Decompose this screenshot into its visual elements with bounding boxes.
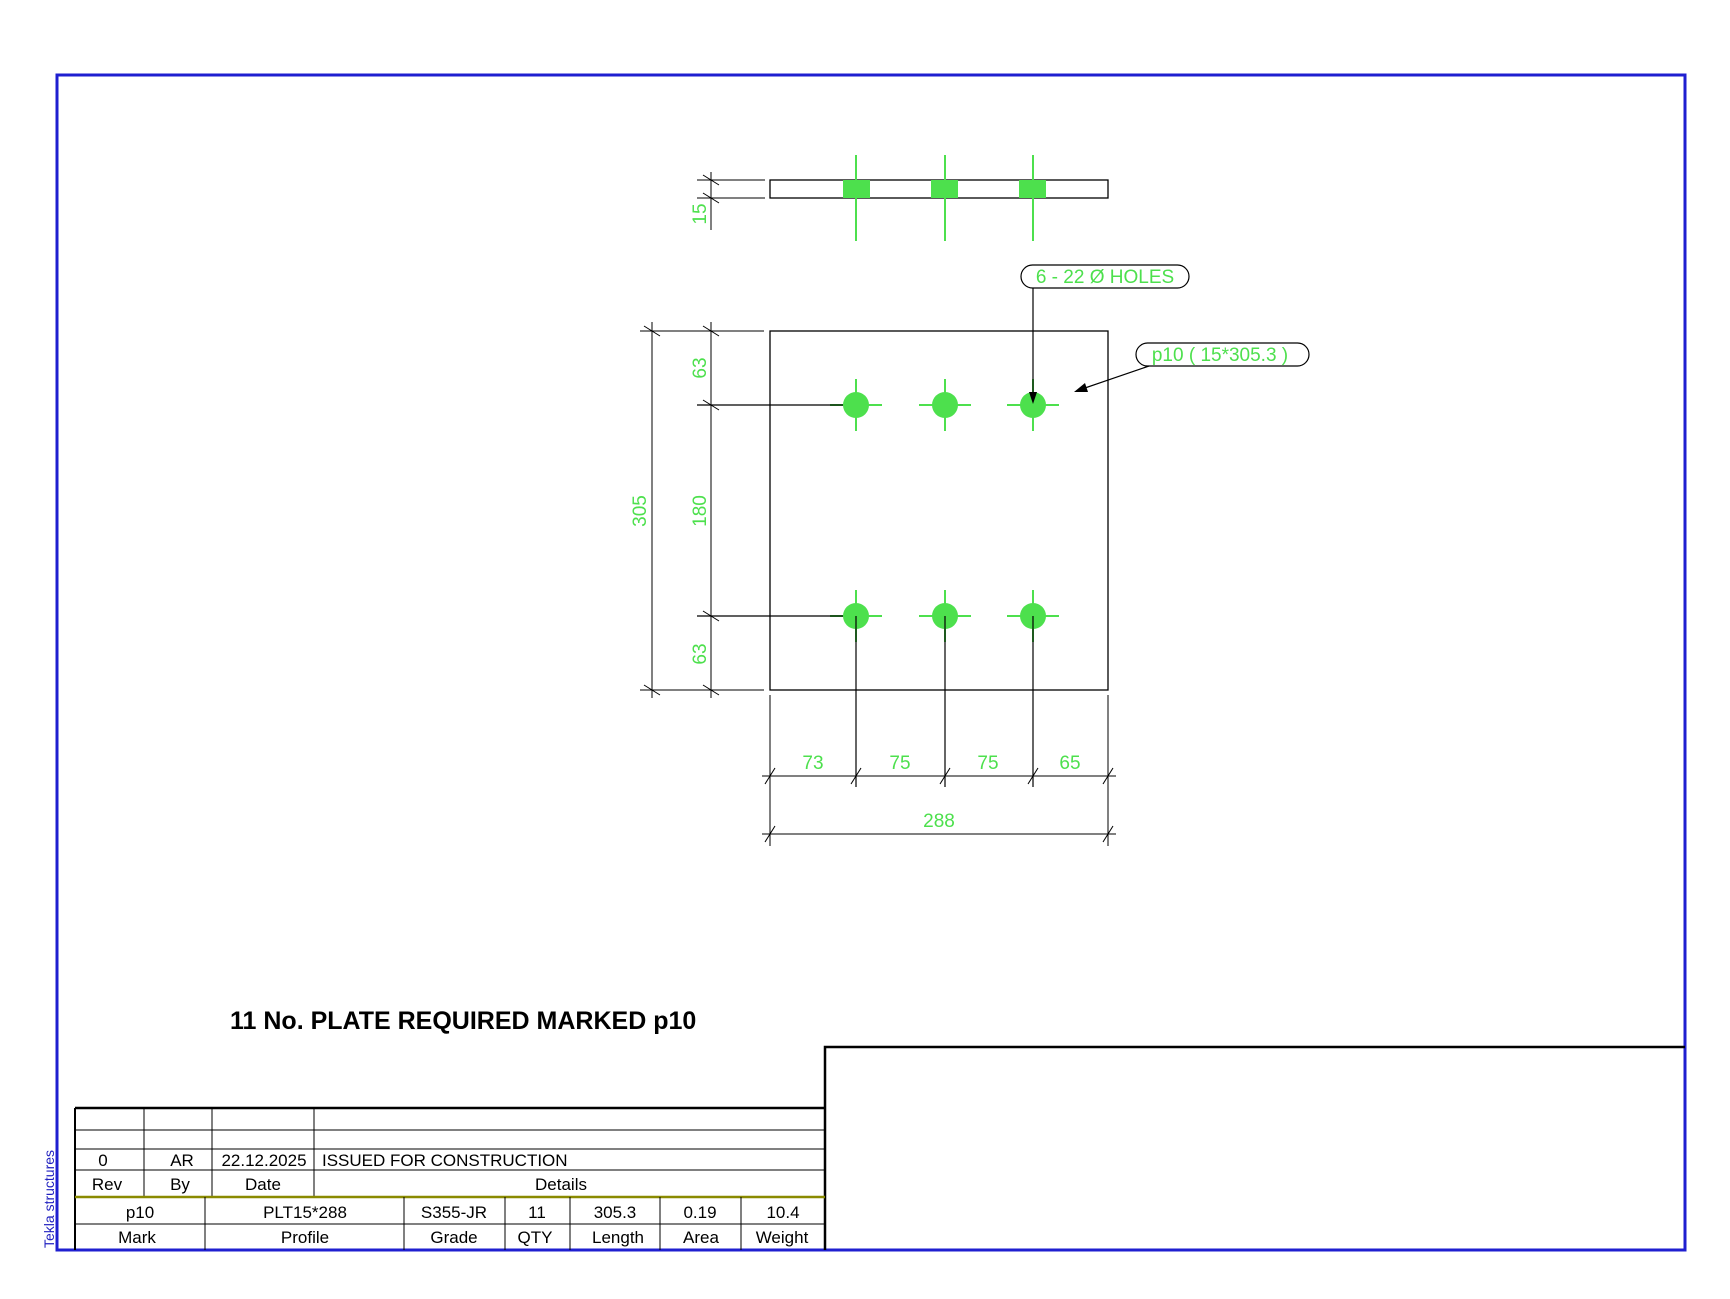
parts-cell-length: 305.3 bbox=[594, 1203, 637, 1222]
parts-cell-profile: PLT15*288 bbox=[263, 1203, 347, 1222]
hole-3-circle bbox=[1020, 392, 1046, 418]
rev-header-details: Details bbox=[535, 1175, 587, 1194]
parts-cell-weight: 10.4 bbox=[766, 1203, 799, 1222]
hole-note-arrowhead bbox=[1029, 392, 1037, 404]
hdim-label-3: 75 bbox=[977, 753, 998, 774]
hdim-chain-tick-2 bbox=[850, 767, 862, 785]
vdim-overall-label: 305 bbox=[630, 495, 651, 527]
hdim-label-2: 75 bbox=[889, 753, 910, 774]
parts-header-grade: Grade bbox=[430, 1228, 477, 1247]
parts-cell-area: 0.19 bbox=[683, 1203, 716, 1222]
sheet-border bbox=[55, 73, 1687, 1252]
parts-header-length: Length bbox=[592, 1228, 644, 1247]
rev-cell-date: 22.12.2025 bbox=[221, 1151, 306, 1170]
parts-cell-grade: S355-JR bbox=[421, 1203, 487, 1222]
thickness-tick-1 bbox=[702, 174, 720, 186]
plan-view: 6 - 22 Ø HOLES p10 ( 15*305.3 ) 305 63 1… bbox=[630, 264, 1310, 846]
rev-header-by: By bbox=[170, 1175, 190, 1194]
rev-header-rev: Rev bbox=[92, 1175, 123, 1194]
title-block-frame bbox=[823, 1045, 1685, 1250]
rev-cell-details: ISSUED FOR CONSTRUCTION bbox=[322, 1151, 568, 1170]
parts-cell-mark: p10 bbox=[126, 1203, 154, 1222]
parts-header-profile: Profile bbox=[281, 1228, 329, 1247]
hdim-chain-tick-1 bbox=[764, 767, 776, 785]
parts-header-weight: Weight bbox=[756, 1228, 809, 1247]
drawing-title: 11 No. PLATE REQUIRED MARKED p10 bbox=[230, 1007, 696, 1035]
hdim-label-1: 73 bbox=[802, 753, 823, 774]
parts-header-qty: QTY bbox=[518, 1228, 553, 1247]
section-view: 15 bbox=[690, 155, 1109, 241]
part-note-leader bbox=[1081, 365, 1150, 390]
vdim-chain-tick-1 bbox=[702, 325, 720, 337]
vdim-overall-tick-2 bbox=[643, 684, 661, 696]
vdim-top-label: 63 bbox=[690, 357, 711, 378]
parts-header-area: Area bbox=[683, 1228, 719, 1247]
part-note: p10 ( 15*305.3 ) bbox=[1152, 345, 1288, 366]
vdim-middle-label: 180 bbox=[690, 495, 711, 527]
part-note-arrowhead bbox=[1074, 383, 1088, 392]
hole-2 bbox=[919, 379, 971, 431]
vdim-chain-tick-2 bbox=[702, 399, 720, 411]
hdim-overall-tick-1 bbox=[764, 825, 776, 843]
part-note-frame bbox=[1135, 342, 1310, 367]
plate-outline bbox=[769, 330, 1109, 691]
revision-table: 0 AR 22.12.2025 ISSUED FOR CONSTRUCTION … bbox=[74, 1106, 825, 1250]
vdim-bottom-label: 63 bbox=[690, 643, 711, 664]
hole-note: 6 - 22 Ø HOLES bbox=[1036, 267, 1174, 288]
hdim-chain-tick-5 bbox=[1102, 767, 1114, 785]
hdim-chain-tick-4 bbox=[1027, 767, 1039, 785]
software-label: Tekla structures bbox=[41, 1150, 57, 1248]
vdim-overall-tick-1 bbox=[643, 325, 661, 337]
rev-cell-rev: 0 bbox=[98, 1151, 107, 1170]
hdim-overall-tick-2 bbox=[1102, 825, 1114, 843]
hole-2-circle bbox=[932, 392, 958, 418]
thickness-tick-2 bbox=[702, 192, 720, 204]
hole-note-frame bbox=[1020, 264, 1190, 289]
parts-table: p10 PLT15*288 S355-JR 11 305.3 0.19 10.4… bbox=[75, 1195, 825, 1250]
hdim-label-4: 65 bbox=[1059, 753, 1080, 774]
hole-1-circle bbox=[843, 392, 869, 418]
vdim-chain-tick-4 bbox=[702, 684, 720, 696]
hdim-chain-tick-3 bbox=[939, 767, 951, 785]
parts-header-mark: Mark bbox=[118, 1228, 156, 1247]
rev-header-date: Date bbox=[245, 1175, 281, 1194]
hdim-overall-label: 288 bbox=[923, 811, 955, 832]
rev-cell-by: AR bbox=[170, 1151, 194, 1170]
vdim-chain-tick-3 bbox=[702, 610, 720, 622]
thickness-label: 15 bbox=[690, 203, 711, 224]
parts-cell-qty: 11 bbox=[528, 1203, 546, 1222]
